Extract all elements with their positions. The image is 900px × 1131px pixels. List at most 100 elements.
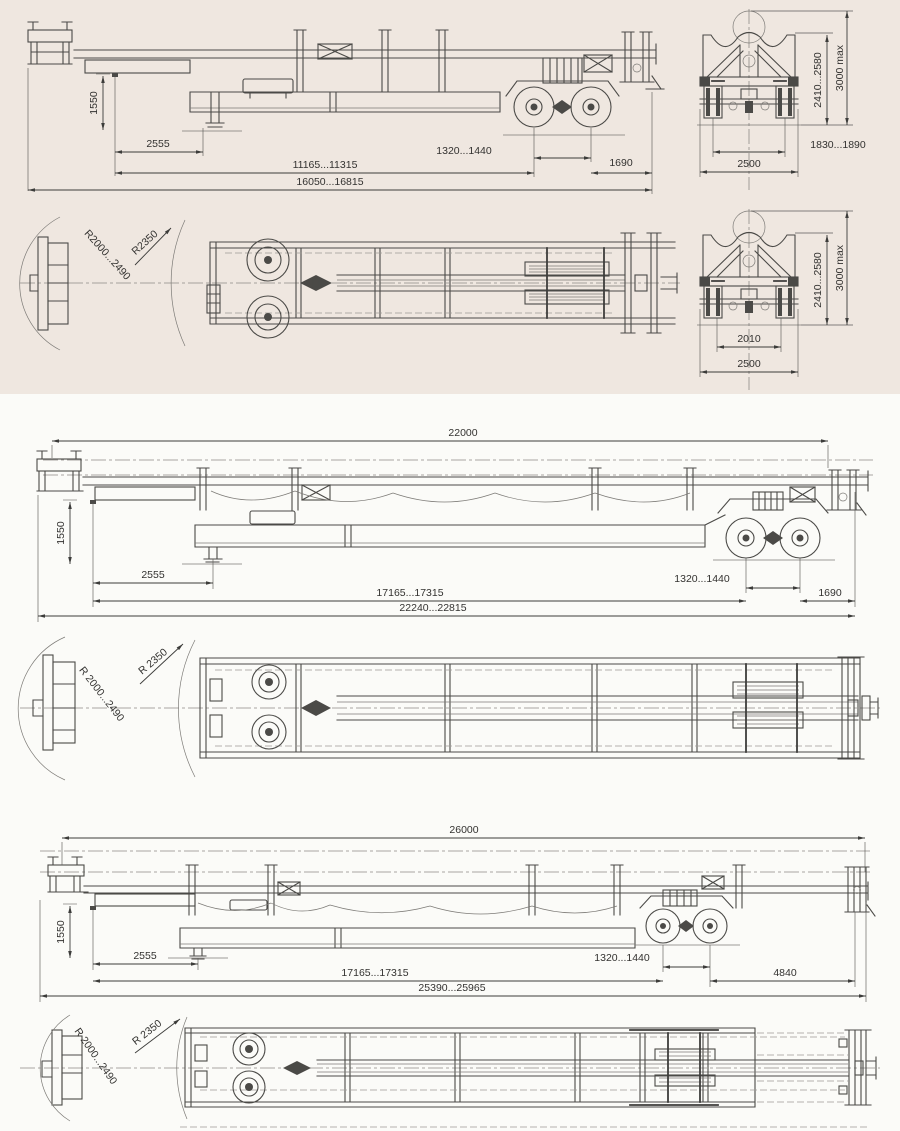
dim-arrowhead [700,170,707,174]
dimensions-side-3: 26000 1550 2555 1320...1440 17165...1731… [39,824,867,1002]
drop-deck [94,486,196,501]
dim-arrowhead [717,345,724,349]
dim-arrowhead [700,370,707,374]
front-bolster-plan [32,654,76,751]
cross-brace [277,875,725,896]
dim-arrowhead [845,118,849,125]
radius-leader [139,643,184,685]
dim-arrowhead [645,171,652,175]
dim-label-body-height: 2410...2580 [812,252,824,308]
dim-arrowhead [591,171,598,175]
dim-arrowhead [800,599,807,603]
radius-leader [134,227,172,266]
dim-arrowhead [845,11,849,18]
dim-label-front-overhang: 2555 [133,950,157,962]
dim-label-rear-overhang: 1690 [609,157,633,169]
dim-arrowhead [38,614,45,618]
gooseneck-front [36,450,84,492]
dim-arrowhead [825,318,829,325]
toolbox [229,899,268,911]
dim-arrowhead [848,979,855,983]
support-leg [182,546,242,565]
cross-brace [301,484,331,501]
toolbox [242,78,294,99]
dim-arrowhead [645,188,652,192]
spine-beam [82,470,869,492]
dim-label-deck-height: 1550 [55,920,67,944]
dim-arrowhead [821,439,828,443]
sheet-top-strip [0,0,900,394]
frame-plan [184,1027,848,1108]
telescopic-beam [336,274,626,292]
dim-arrowhead [101,76,105,83]
dim-label-deck-height: 1550 [55,521,67,545]
bogie-plan [629,1029,719,1106]
dim-label-inner-track: 2010 [737,333,761,345]
dim-arrowhead [825,118,829,125]
dim-label-axle-spacing: 1320...1440 [674,573,730,585]
dim-label-overall-length: 22240...22815 [399,602,466,614]
rear-bolster [826,469,867,516]
load-pipe-ghost [732,10,766,44]
dim-arrowhead [52,439,59,443]
bogie-wheels [713,517,835,561]
kingpin [90,906,96,910]
side-view-trailer-2: 22000 1550 2555 1320...1440 17165...1731… [36,427,873,622]
dim-label-body-height: 2410...2580 [812,52,824,108]
turning-radius-arcs [39,1014,188,1122]
bogie-wheels [503,86,625,136]
dim-arrowhead [845,318,849,325]
load-centerlines [40,850,870,873]
dim-label-rear-section: 4840 [773,967,797,979]
suspension-rear [697,276,801,326]
dim-label-wheelbase: 17165...17315 [341,967,408,979]
dim-arrowhead [93,599,100,603]
dim-arrowhead [656,979,663,983]
bolster-saddle [702,31,796,78]
drop-deck [84,59,191,74]
dim-arrowhead [206,581,213,585]
dim-arrowhead [196,150,203,154]
dim-arrowhead [115,150,122,154]
dim-label-wheelbase: 17165...17315 [376,587,443,599]
kingpin [90,500,96,504]
dim-arrowhead [703,965,710,969]
mid-frame [179,927,636,949]
rear-bolster [619,31,665,90]
bolster-saddle [702,231,796,278]
dim-arrowhead [93,581,100,585]
dim-arrowhead [825,35,829,42]
bogie-wheels [635,908,740,946]
dim-label-track: 1830...1890 [810,139,866,151]
dim-arrowhead [713,150,720,154]
turntable-rings [232,1032,266,1104]
dimensions-side-1: 1550 2555 1320...1440 11165...11315 1690… [27,68,653,194]
dim-arrowhead [62,836,69,840]
stakes [196,467,697,511]
dim-arrowhead [527,171,534,175]
fender [505,80,620,97]
frame-plan [199,657,861,759]
dim-arrowhead [746,586,753,590]
cross-brace [317,43,353,60]
dim-label-axle-spacing: 1320...1440 [436,145,492,157]
dim-arrowhead [191,962,198,966]
dim-label-front-overhang: 2555 [141,569,165,581]
rear-view-b: 2410...2580 3000 max 2010 2500 [697,209,853,390]
frame-plan [206,241,676,325]
dim-label-front-overhang: 2555 [146,138,170,150]
dim-arrowhead [825,235,829,242]
bogie-springs-plan [524,247,610,319]
dim-label-deck-height: 1550 [88,91,100,115]
stakes [293,29,449,93]
side-view-trailer-1: 1550 2555 1320...1440 11165...11315 1690… [27,21,665,194]
gooseneck-front [27,21,73,65]
dim-arrowhead [848,599,855,603]
air-tanks [662,889,698,907]
telescopic-beam [316,1059,849,1077]
turning-radius-arcs [17,636,196,781]
dim-arrowhead [859,994,866,998]
dim-arrowhead [791,170,798,174]
rear-bolster-plan [837,656,879,760]
dim-arrowhead [93,979,100,983]
